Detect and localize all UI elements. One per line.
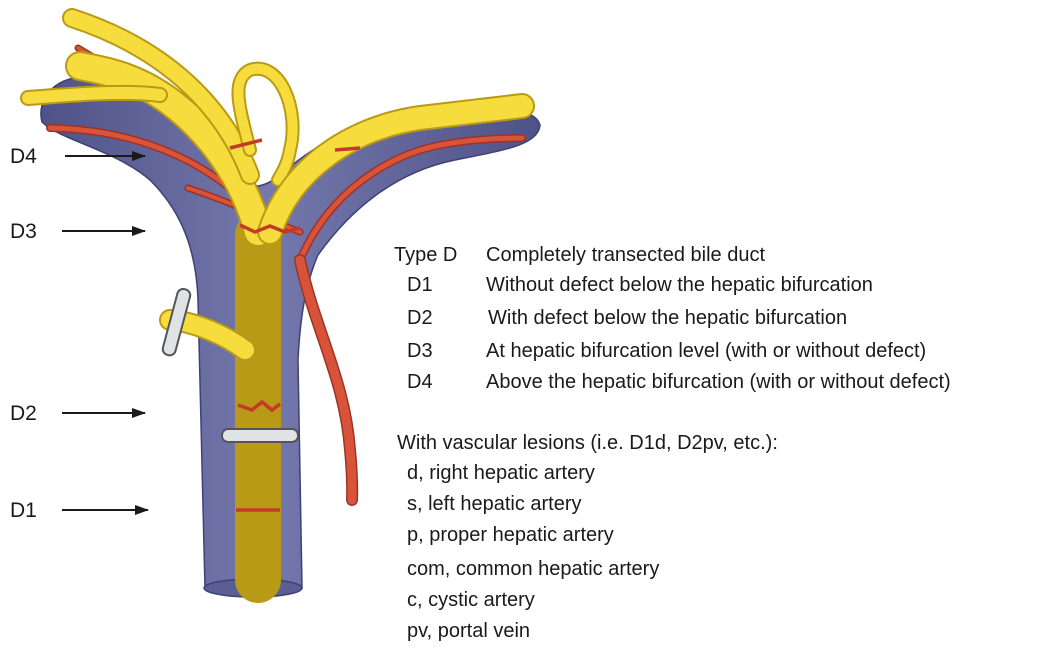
vascular-item: s, left hepatic artery xyxy=(407,492,582,516)
type-description: Completely transected bile duct xyxy=(486,243,765,267)
legend-code-d2: D2 xyxy=(407,306,433,330)
legend-code-d4: D4 xyxy=(407,370,433,394)
cbd-clip xyxy=(222,429,298,442)
legend-desc-d3: At hepatic bifurcation level (with or wi… xyxy=(486,339,926,363)
legend-desc-d4: Above the hepatic bifurcation (with or w… xyxy=(486,370,951,394)
type-label: Type D xyxy=(394,243,457,267)
vascular-heading: With vascular lesions (i.e. D1d, D2pv, e… xyxy=(397,431,778,455)
vascular-item: pv, portal vein xyxy=(407,619,530,643)
label-d4: D4 xyxy=(10,145,37,168)
label-d3: D3 xyxy=(10,220,37,243)
vascular-item: com, common hepatic artery xyxy=(407,557,659,581)
label-d2: D2 xyxy=(10,402,37,425)
legend-code-d1: D1 xyxy=(407,273,433,297)
legend-desc-d2: With defect below the hepatic bifurcatio… xyxy=(488,306,847,330)
legend-code-d3: D3 xyxy=(407,339,433,363)
level-indicators: D4 D3 D2 D1 xyxy=(10,145,148,522)
legend-desc-d1: Without defect below the hepatic bifurca… xyxy=(486,273,873,297)
vascular-item: d, right hepatic artery xyxy=(407,461,595,485)
vascular-item: p, proper hepatic artery xyxy=(407,523,614,547)
label-d1: D1 xyxy=(10,499,37,522)
vascular-item: c, cystic artery xyxy=(407,588,535,612)
